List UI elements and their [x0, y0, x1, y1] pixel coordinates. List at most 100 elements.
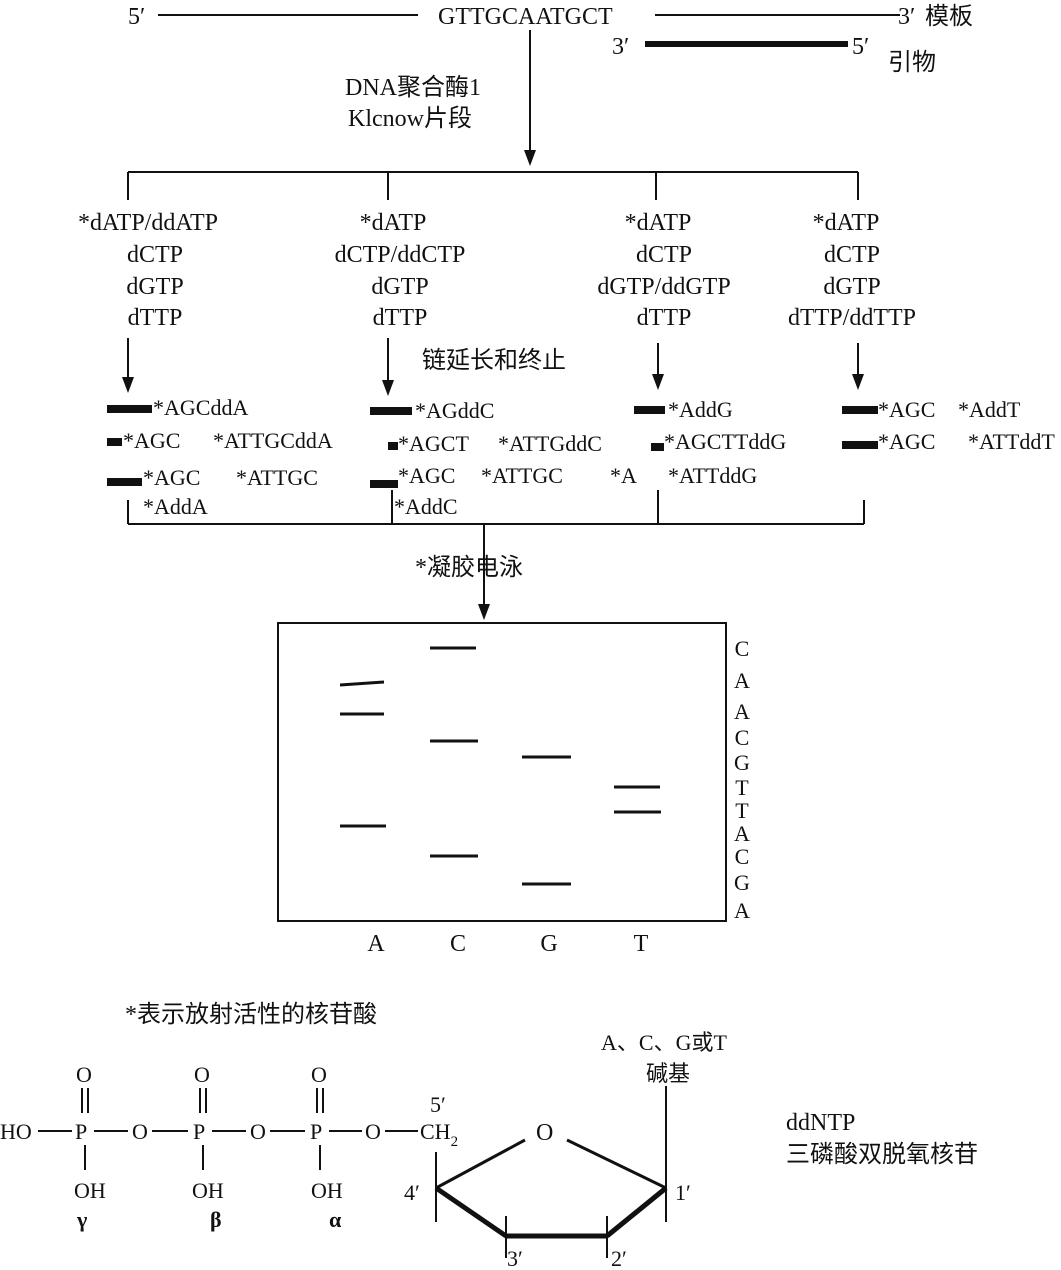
- ddntp-structure: HO P O P O P O CH2 5′ O O O OH γ OH β OH: [0, 1030, 978, 1270]
- ch2-label: CH2: [420, 1119, 458, 1150]
- read-base: A: [734, 821, 750, 846]
- p-gamma: P: [75, 1119, 87, 1144]
- reaction-c-line3: dGTP: [371, 274, 428, 300]
- product-fragment: *AddG: [668, 397, 733, 422]
- read-base: C: [735, 844, 750, 869]
- template-3prime: 3′: [898, 4, 915, 30]
- read-base: A: [734, 668, 750, 693]
- reaction-a-line4: dTTP: [128, 305, 183, 331]
- read-base: A: [734, 898, 750, 923]
- reaction-g: *dATP dCTP dGTP/ddGTP dTTP: [597, 210, 730, 331]
- bridge-o: O: [132, 1119, 148, 1144]
- product-fragment: *ATTGC: [236, 465, 318, 490]
- product-fragment: *ATTddG: [668, 463, 757, 488]
- product-fragment: *AGCT: [398, 431, 469, 456]
- oxo-o: O: [76, 1062, 92, 1087]
- product-fragment: *AGC: [878, 429, 935, 454]
- enzyme-line1: DNA聚合酶1: [345, 74, 481, 101]
- reaction-t-line3: dGTP: [823, 274, 880, 300]
- primer-3prime: 3′: [612, 34, 629, 60]
- arrowhead-g: [652, 374, 664, 390]
- lane-label-c: C: [450, 931, 466, 957]
- read-base: T: [735, 775, 749, 800]
- elongation-label: 链延长和终止: [422, 347, 566, 374]
- footnote: *表示放射活性的核苷酸: [125, 1001, 377, 1028]
- reaction-g-line1: *dATP: [625, 210, 692, 236]
- pos-2-label: 2′: [611, 1246, 627, 1270]
- primer-block: [388, 442, 398, 450]
- enzyme-arrowhead: [524, 150, 536, 166]
- oh-gamma: OH: [74, 1178, 106, 1203]
- product-fragment: *AGC: [878, 397, 935, 422]
- gel-band-a: [339, 680, 385, 687]
- reaction-a-line1: *dATP/ddATP: [78, 210, 218, 236]
- read-base: G: [734, 870, 750, 895]
- product-fragment: *AddC: [394, 494, 458, 519]
- product-fragment: *AddA: [143, 494, 208, 519]
- product-fragment: *A: [610, 463, 637, 488]
- arrowhead-t: [852, 374, 864, 390]
- primer-block: [842, 441, 878, 449]
- oxo-o: O: [194, 1062, 210, 1087]
- ddntp-name-line1: ddNTP: [786, 1110, 855, 1136]
- bridge-o: O: [365, 1119, 381, 1144]
- primer-block: [634, 406, 665, 414]
- pos-3-label: 3′: [507, 1246, 523, 1270]
- bridge-o: O: [250, 1119, 266, 1144]
- reaction-t-line1: *dATP: [813, 210, 880, 236]
- gel-bands: [339, 646, 661, 886]
- p-beta: P: [193, 1119, 205, 1144]
- oh-alpha: OH: [311, 1178, 343, 1203]
- read-base: A: [734, 699, 750, 724]
- reaction-c-line1: *dATP: [360, 210, 427, 236]
- ring-bond: [605, 1186, 668, 1238]
- p-alpha: P: [310, 1119, 322, 1144]
- electrophoresis-label: *凝胶电泳: [415, 554, 523, 581]
- reaction-g-line4: dTTP: [637, 305, 692, 331]
- beta-label: β: [210, 1207, 222, 1232]
- enzyme-line2: Klcnow片段: [348, 105, 472, 132]
- arrowhead-a: [122, 377, 134, 393]
- gamma-label: γ: [76, 1207, 87, 1232]
- primer-block: [370, 480, 398, 488]
- reaction-c-line2: dCTP/ddCTP: [335, 242, 466, 268]
- primer-block: [107, 438, 122, 446]
- reaction-a-line2: dCTP: [127, 242, 183, 268]
- reaction-c-line4: dTTP: [373, 305, 428, 331]
- reaction-c: *dATP dCTP/ddCTP dGTP dTTP: [335, 210, 466, 331]
- base-label-line2: 碱基: [646, 1061, 690, 1086]
- electrophoresis-arrowhead: [478, 604, 490, 620]
- read-base: T: [735, 798, 749, 823]
- product-fragment: *ATTGCddA: [213, 428, 333, 453]
- reaction-t: *dATP dCTP dGTP dTTP/ddTTP: [788, 210, 916, 331]
- pos-5-label: 5′: [430, 1092, 446, 1117]
- ring-bond: [566, 1138, 667, 1190]
- read-sequence: C A A C G T T A C G A: [734, 636, 750, 923]
- reaction-g-line2: dCTP: [636, 242, 692, 268]
- template-sequence: GTTGCAATGCT: [438, 4, 613, 30]
- product-fragment: *ATTddT: [968, 429, 1055, 454]
- ho-label: HO: [0, 1119, 32, 1144]
- alpha-label: α: [329, 1207, 342, 1232]
- read-base: C: [735, 725, 750, 750]
- ch2-text: CH: [420, 1119, 451, 1144]
- products-c: *AGddC *AGCT *ATTGddC *AGC *ATTGC *A *Ad…: [370, 398, 637, 519]
- primer-block: [107, 478, 142, 486]
- read-base: C: [735, 636, 750, 661]
- product-fragment: *AGddC: [415, 398, 494, 423]
- product-fragment: *ATTGddC: [498, 431, 602, 456]
- ch2-subscript: 2: [451, 1134, 459, 1150]
- lane-label-g: G: [540, 931, 557, 957]
- base-label-line1: A、C、G或T: [601, 1030, 727, 1055]
- reaction-t-line2: dCTP: [824, 242, 880, 268]
- primer-5prime: 5′: [852, 34, 869, 60]
- ring-o: O: [536, 1120, 553, 1146]
- pos-4-label: 4′: [404, 1180, 420, 1205]
- read-base: G: [734, 750, 750, 775]
- products-t: *AGC *AddT *AGC *ATTddT: [842, 397, 1055, 454]
- template-5prime: 5′: [128, 4, 145, 30]
- product-fragment: *ATTGC: [481, 463, 563, 488]
- reaction-g-line3: dGTP/ddGTP: [597, 274, 730, 300]
- primer-block: [651, 443, 664, 451]
- primer-block: [370, 407, 412, 415]
